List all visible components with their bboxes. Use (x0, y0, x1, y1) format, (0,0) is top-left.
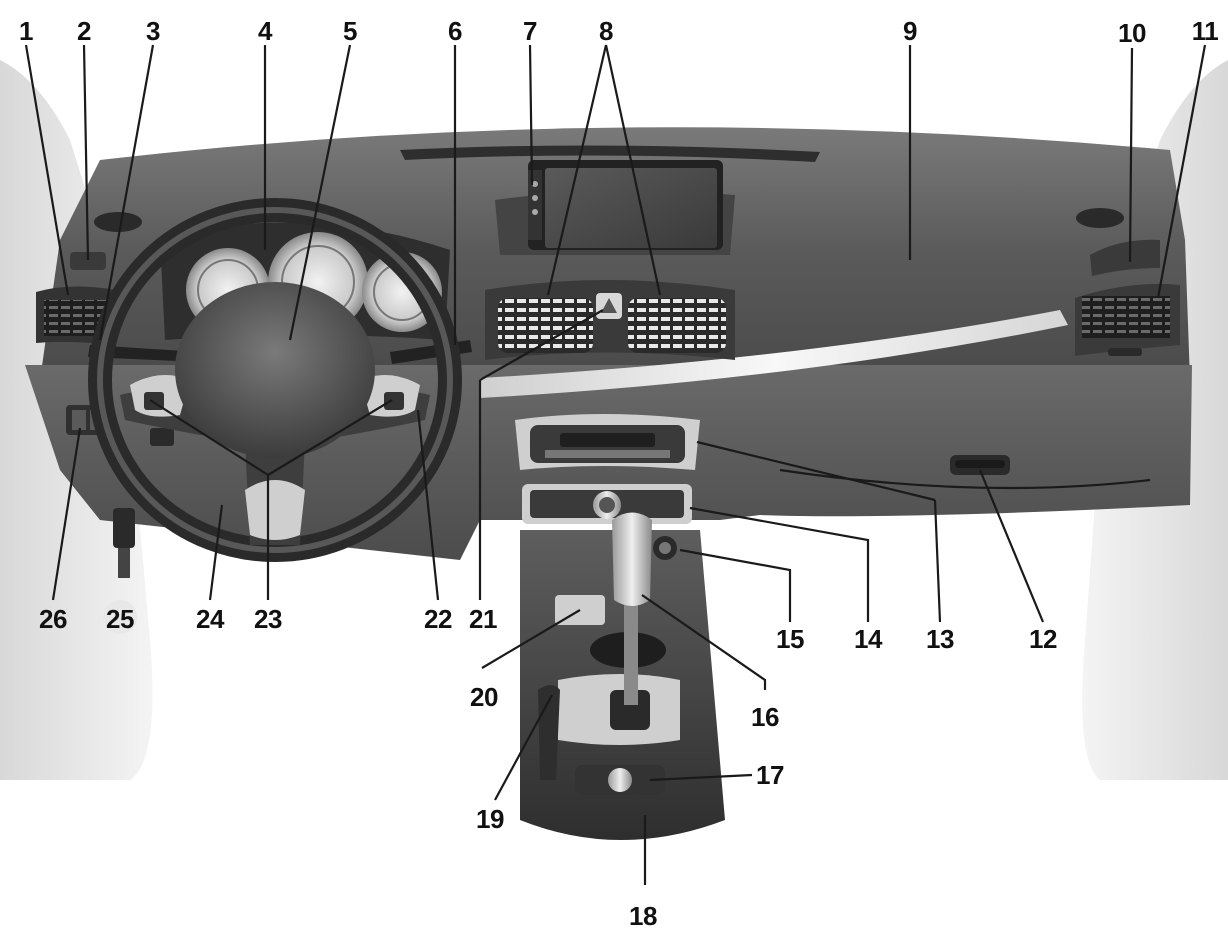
callout-25: 25 (106, 604, 134, 634)
callout-13: 13 (926, 624, 954, 654)
callout-1: 1 (19, 16, 33, 46)
callout-17: 17 (756, 760, 784, 790)
callout-18: 18 (629, 901, 657, 931)
callout-10: 10 (1118, 18, 1146, 48)
callout-15: 15 (776, 624, 804, 654)
callout-3: 3 (146, 16, 160, 46)
lighting-stalk (88, 345, 200, 362)
callout-19: 19 (476, 804, 504, 834)
callout-25-highlight (103, 600, 137, 634)
callout-16: 16 (751, 702, 779, 732)
callout-labels: 1 2 3 4 5 6 7 8 9 10 11 12 13 14 15 16 1… (19, 16, 1219, 931)
callout-6: 6 (448, 16, 462, 46)
callout-22: 22 (424, 604, 452, 634)
centre-console (520, 530, 725, 840)
callout-24: 24 (196, 604, 225, 634)
callout-23: 23 (254, 604, 282, 634)
right-air-vent (1075, 239, 1180, 356)
callout-20: 20 (470, 682, 498, 712)
multimedia-screen (495, 160, 735, 255)
callout-5: 5 (343, 16, 357, 46)
gear-lever (612, 512, 677, 705)
callout-26: 26 (39, 604, 67, 634)
callout-8: 8 (599, 16, 613, 46)
callout-9: 9 (903, 16, 917, 46)
callout-21: 21 (469, 604, 497, 634)
central-air-vents (485, 280, 735, 360)
climate-control-panel (522, 484, 692, 524)
callout-4: 4 (258, 16, 273, 46)
callout-2: 2 (77, 16, 91, 46)
dashboard-trim (480, 310, 1068, 398)
pedal (113, 508, 135, 578)
callout-11: 11 (1192, 16, 1219, 46)
callout-7: 7 (523, 16, 537, 46)
leader-lines (24, 44, 1207, 885)
callout-14: 14 (854, 624, 883, 654)
radio-panel (515, 414, 700, 470)
callout-12: 12 (1029, 624, 1057, 654)
